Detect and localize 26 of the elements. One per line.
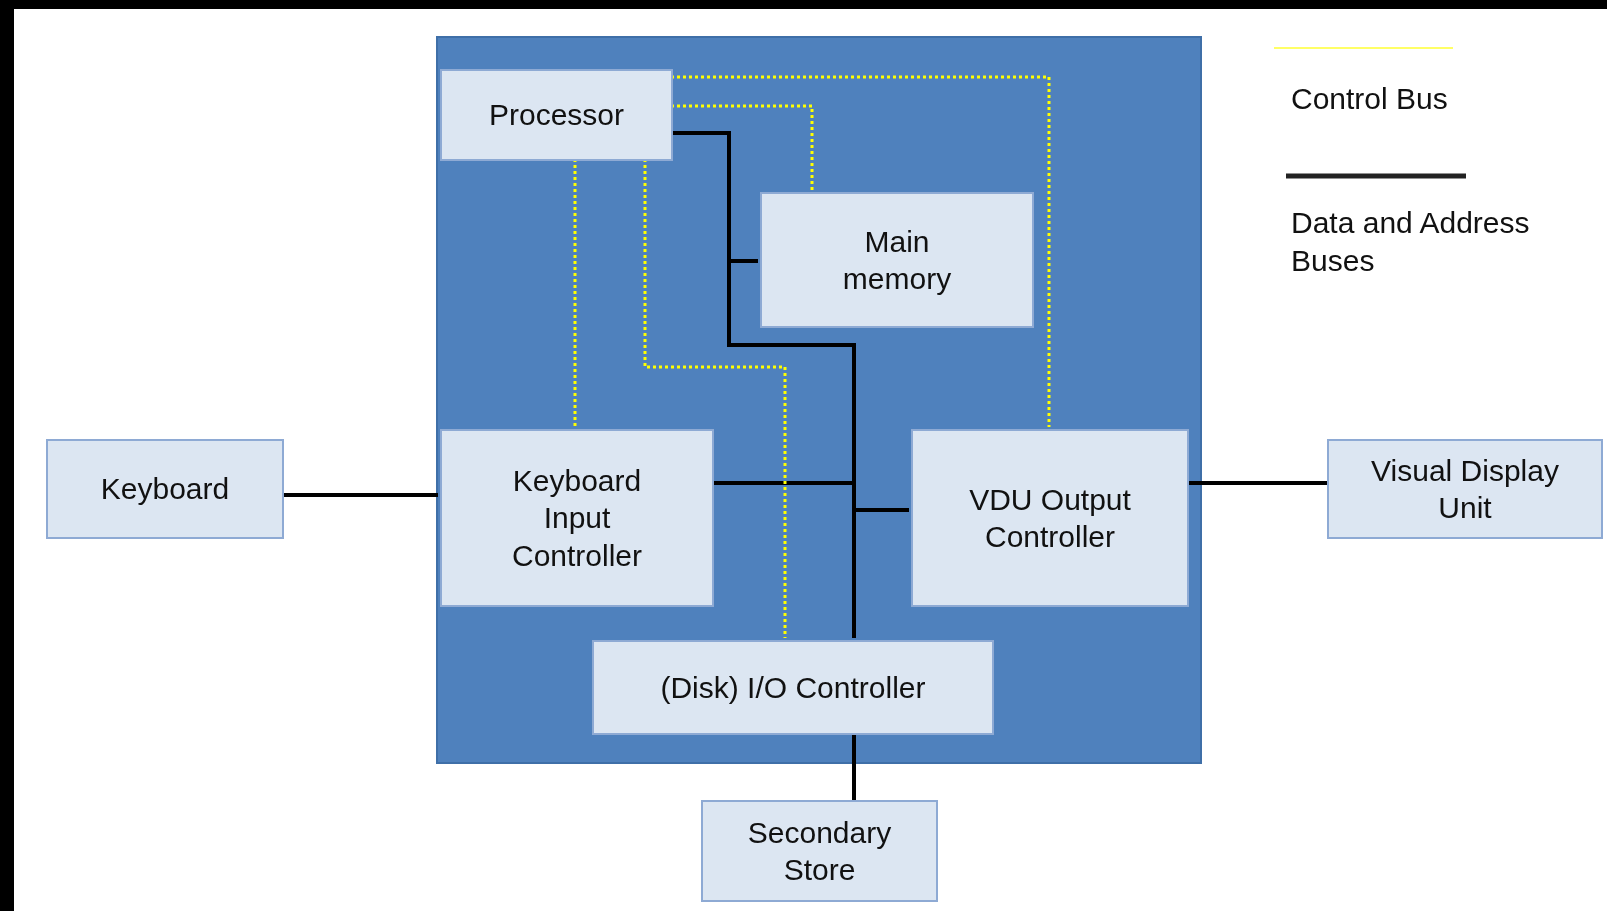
- component-box: [1327, 439, 1603, 539]
- component-label: Keyboard Input Controller: [510, 462, 644, 574]
- component-label: Keyboard: [100, 471, 230, 508]
- component-box: [760, 192, 1034, 328]
- control-bus-line: [671, 104, 814, 190]
- bus-line: [852, 733, 856, 800]
- component-label: VDU Output Controller: [968, 481, 1132, 555]
- component-label: (Disk) I/O Controller: [660, 669, 926, 706]
- component-box: [592, 640, 994, 735]
- component-label: Processor: [488, 97, 624, 134]
- component-box: [440, 69, 673, 161]
- bus-line: [1187, 481, 1327, 485]
- legend-label: Data and Address Buses: [1291, 205, 1531, 279]
- component-box: [701, 800, 938, 902]
- component-label: Main memory: [841, 223, 953, 297]
- component-label: Visual Display Unit: [1370, 452, 1560, 526]
- component-label: Secondary Store: [746, 814, 893, 888]
- component-box: [911, 429, 1189, 607]
- component-box: [46, 439, 284, 539]
- control-bus-line: [643, 159, 787, 638]
- control-bus-line: [573, 159, 577, 427]
- legend-label: Control Bus: [1291, 81, 1449, 117]
- system-unit-panel: [436, 36, 1202, 764]
- component-box: [440, 429, 714, 607]
- control-bus-line: [671, 75, 1051, 427]
- bus-line: [284, 493, 438, 497]
